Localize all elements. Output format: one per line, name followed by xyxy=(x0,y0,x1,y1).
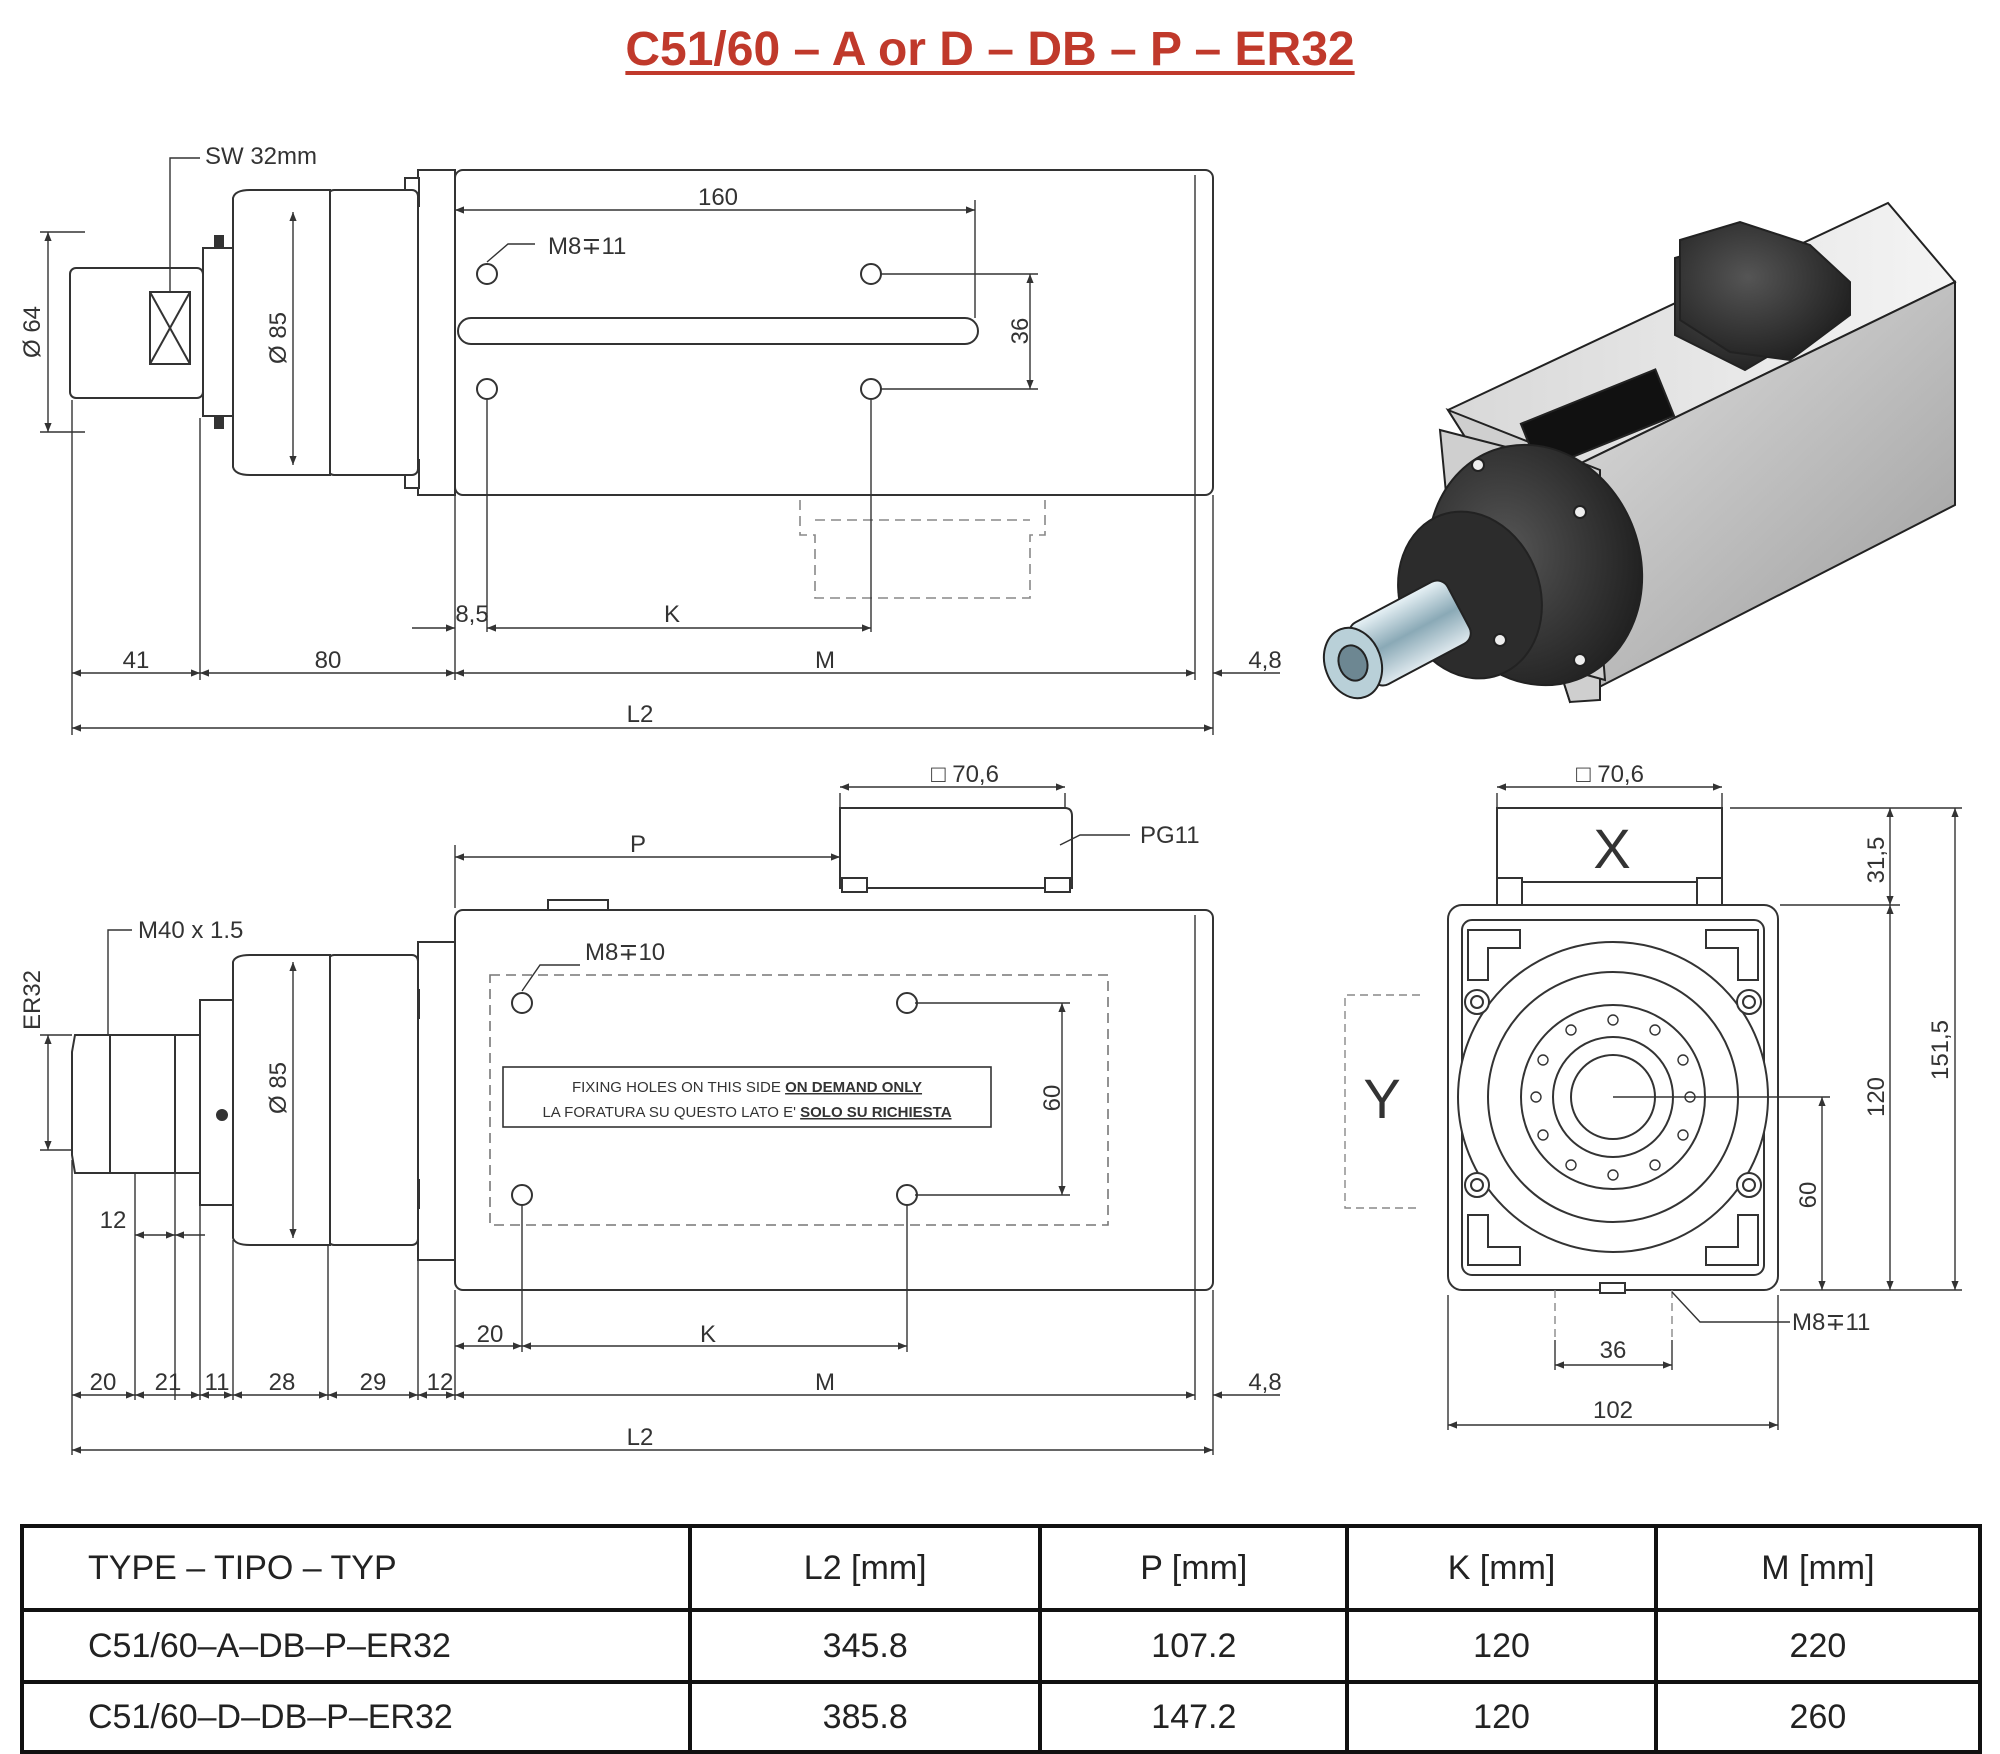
terminal-box xyxy=(1679,220,1851,362)
dim-60-side: 60 xyxy=(1039,1085,1066,1112)
table-row: C51/60–D–DB–P–ER32 385.8 147.2 120 260 xyxy=(20,1680,1983,1754)
dim-160: 160 xyxy=(698,184,738,211)
end-view-labels: □ 70,6 X Y 31,5 151,5 120 60 M8∓11 36 10… xyxy=(1363,761,1954,1424)
mounting-hole xyxy=(860,378,882,400)
table-header-row: TYPE – TIPO – TYP L2 [mm] P [mm] K [mm] … xyxy=(20,1524,1983,1612)
side-view-dimensions xyxy=(40,783,1280,1455)
cell-m: 220 xyxy=(1653,1608,1983,1684)
dim-sq-70-6-end: □ 70,6 xyxy=(1576,761,1644,788)
dim-60-end: 60 xyxy=(1795,1182,1822,1209)
top-view-dimensions xyxy=(40,157,1280,735)
side-view-labels: □ 70,6 PG11 P M40 x 1.5 ER32 Ø 85 M8∓10 … xyxy=(19,761,1282,1451)
dim-m-top: M xyxy=(815,647,835,674)
col-header-k: K [mm] xyxy=(1345,1524,1658,1612)
dim-29: 29 xyxy=(360,1369,387,1396)
dim-80: 80 xyxy=(315,647,342,674)
dim-k-top: K xyxy=(664,601,680,628)
sheet-title: C51/60 – A or D – DB – P – ER32 xyxy=(625,23,1355,76)
dim-l2-top: L2 xyxy=(627,701,654,728)
dim-m-side: M xyxy=(815,1369,835,1396)
y-label: Y xyxy=(1363,1067,1400,1130)
dim-12-top: 12 xyxy=(100,1207,127,1234)
dim-8-5: 8,5 xyxy=(455,601,488,628)
mounting-hole xyxy=(476,263,498,285)
optional-holes-zone xyxy=(489,974,1109,1226)
dim-36-end: 36 xyxy=(1600,1337,1627,1364)
top-view xyxy=(69,169,1214,599)
dim-36-vertical: 36 xyxy=(1007,318,1034,345)
dim-4-8-top: 4,8 xyxy=(1248,647,1281,674)
mounting-slot xyxy=(457,317,979,345)
col-header-l2: L2 [mm] xyxy=(687,1524,1043,1612)
cell-m: 260 xyxy=(1653,1680,1983,1754)
isometric-view xyxy=(1322,201,1957,704)
spec-table: TYPE – TIPO – TYP L2 [mm] P [mm] K [mm] … xyxy=(20,1524,1983,1754)
side-hole-label: M8∓10 xyxy=(585,939,665,966)
mounting-hole xyxy=(896,1184,918,1206)
top-hole-label: M8∓11 xyxy=(548,233,626,260)
dim-120: 120 xyxy=(1863,1077,1890,1117)
dim-20: 20 xyxy=(90,1369,117,1396)
mounting-hole xyxy=(511,992,533,1014)
dim-151-5: 151,5 xyxy=(1927,1020,1954,1080)
terminal-box-side xyxy=(839,807,1073,889)
mounting-hole xyxy=(511,1184,533,1206)
er32-collet xyxy=(71,1034,176,1174)
mounting-hole xyxy=(860,263,882,285)
dim-4-8-side: 4,8 xyxy=(1248,1369,1281,1396)
dim-20-k: 20 xyxy=(477,1321,504,1348)
col-header-type: TYPE – TIPO – TYP xyxy=(20,1524,692,1612)
mounting-hole xyxy=(476,378,498,400)
top-view-labels: SW 32mm 160 M8∓11 36 Ø 64 Ø 85 8,5 K 41 … xyxy=(19,143,1282,728)
dim-dia-85-side: Ø 85 xyxy=(265,1062,292,1114)
cell-p: 147.2 xyxy=(1038,1680,1350,1754)
dim-12: 12 xyxy=(427,1369,454,1396)
notice-line-1: FIXING HOLES ON THIS SIDE ON DEMAND ONLY xyxy=(572,1079,922,1096)
dim-dia-85: Ø 85 xyxy=(265,312,292,364)
cell-l2: 385.8 xyxy=(687,1680,1043,1754)
notice-box xyxy=(502,1066,992,1128)
er32-label: ER32 xyxy=(19,970,46,1030)
dim-k-side: K xyxy=(700,1321,716,1348)
side-view xyxy=(71,807,1214,1291)
col-header-p: P [mm] xyxy=(1038,1524,1350,1612)
mounting-hole xyxy=(896,992,918,1014)
technical-drawing: SW 32mm 160 M8∓11 36 Ø 64 Ø 85 8,5 K 41 … xyxy=(19,143,1962,1455)
end-view xyxy=(1344,807,1779,1340)
cell-k: 120 xyxy=(1345,1680,1658,1754)
dim-dia-64: Ø 64 xyxy=(19,306,46,358)
sw-label: SW 32mm xyxy=(205,143,317,170)
dim-sq-70-6-side: □ 70,6 xyxy=(931,761,999,788)
end-hole-label: M8∓11 xyxy=(1792,1309,1870,1336)
dim-41: 41 xyxy=(123,647,150,674)
dim-31-5: 31,5 xyxy=(1863,837,1890,884)
pg11-label: PG11 xyxy=(1140,822,1200,849)
dim-21: 21 xyxy=(155,1369,182,1396)
end-view-dimensions xyxy=(1447,783,1962,1430)
x-label: X xyxy=(1593,817,1630,880)
dim-102: 102 xyxy=(1593,1397,1633,1424)
m40-label: M40 x 1.5 xyxy=(138,917,243,944)
cell-type: C51/60–A–DB–P–ER32 xyxy=(20,1608,692,1684)
cell-l2: 345.8 xyxy=(687,1608,1043,1684)
dim-l2-side: L2 xyxy=(627,1424,654,1451)
col-header-m: M [mm] xyxy=(1653,1524,1983,1612)
notice-line-2: LA FORATURA SU QUESTO LATO E' SOLO SU RI… xyxy=(542,1104,951,1121)
cell-k: 120 xyxy=(1345,1608,1658,1684)
table-row: C51/60–A–DB–P–ER32 345.8 107.2 120 220 xyxy=(20,1608,1983,1684)
side-flange xyxy=(417,941,456,1261)
cell-type: C51/60–D–DB–P–ER32 xyxy=(20,1680,692,1754)
dim-11: 11 xyxy=(205,1369,230,1396)
cell-p: 107.2 xyxy=(1038,1608,1350,1684)
dim-28: 28 xyxy=(269,1369,296,1396)
dim-p: P xyxy=(630,831,646,858)
